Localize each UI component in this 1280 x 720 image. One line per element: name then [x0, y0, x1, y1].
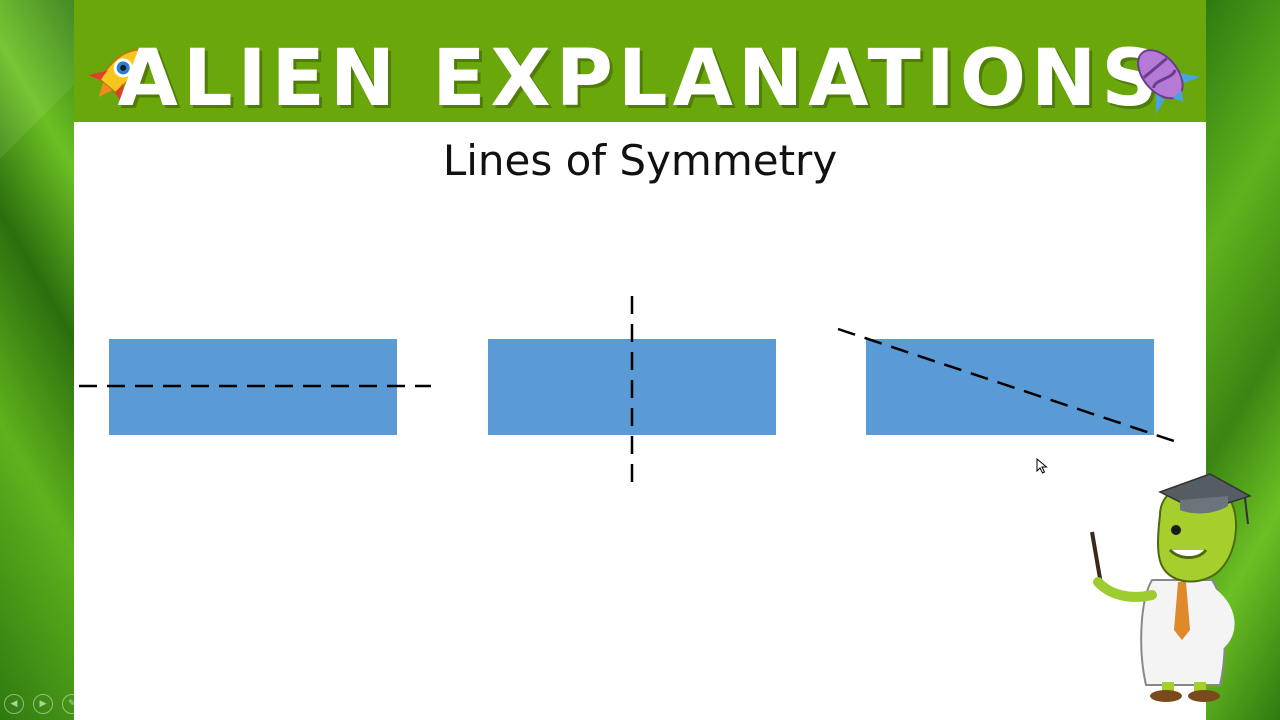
diagonal-symmetry-line [837, 327, 1178, 444]
mouse-pointer-icon [1036, 458, 1048, 474]
slide: ALIEN EXPLANATIONS Lines of Symmetry [74, 0, 1252, 720]
more-options-icon[interactable]: ··· [149, 694, 169, 714]
title-banner: ALIEN EXPLANATIONS [74, 0, 1206, 124]
next-slide-icon[interactable]: ▶ [33, 694, 53, 714]
slide-title: Lines of Symmetry [442, 136, 838, 185]
alien-professor-icon [1090, 473, 1252, 702]
green-background-left [0, 0, 74, 720]
rocket-icon [88, 48, 140, 104]
pen-icon[interactable]: ✎ [62, 694, 82, 714]
alien-ship-icon [1137, 49, 1200, 114]
symmetry-diagram [79, 296, 1178, 488]
slides-grid-icon[interactable]: ▦ [91, 694, 111, 714]
previous-slide-icon[interactable]: ◀ [4, 694, 24, 714]
banner-title: ALIEN EXPLANATIONS [117, 34, 1163, 124]
slideshow-controls: ◀ ▶ ✎ ▦ ⌕ ··· [4, 694, 169, 714]
zoom-icon[interactable]: ⌕ [120, 694, 140, 714]
